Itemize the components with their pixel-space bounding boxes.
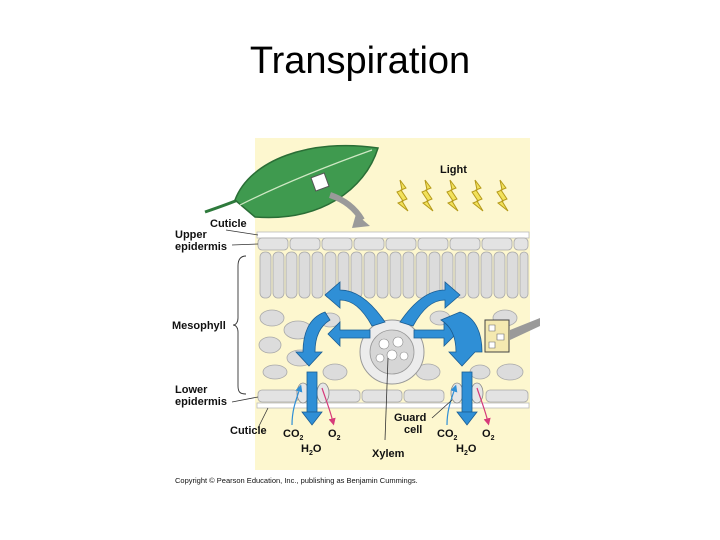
gases-left: CO2 O2 H2O (283, 428, 341, 457)
co2-left-label: CO (283, 428, 300, 440)
slide-title: Transpiration (249, 40, 471, 82)
cuticle-bottom-label: Cuticle (230, 425, 267, 437)
lower-epidermis-label-line2: epidermis (175, 396, 227, 408)
water-flow-arrows (295, 281, 483, 426)
cuticle-bottom-leader (257, 407, 269, 429)
leaf-icon (204, 144, 379, 228)
lower-epidermis-cells (257, 389, 529, 403)
cuticle-top-label: Cuticle (210, 218, 247, 230)
light-rays-icon (396, 179, 509, 212)
cell-zoom-inset (484, 318, 540, 353)
o2-left-label: O (328, 428, 337, 440)
lower-epidermis-label-line1: Lower (175, 384, 208, 396)
h2o-right-o: O (468, 443, 477, 455)
o2-right-label: O (482, 428, 491, 440)
o2-left-subscript: 2 (337, 435, 341, 442)
upper-epidermis-leader (231, 243, 259, 246)
co2-left-subscript: 2 (300, 435, 304, 442)
svg-text:CO2: CO2 (283, 428, 304, 442)
gases-right: CO2 O2 H2O (437, 428, 495, 457)
svg-text:O2: O2 (482, 428, 495, 442)
co2-right-subscript: 2 (454, 435, 458, 442)
mesophyll-label: Mesophyll (172, 320, 226, 332)
h2o-right-subscript: 2 (464, 450, 468, 457)
guard-cell-leader (431, 399, 453, 419)
h2o-left-h: H (301, 443, 309, 455)
guard-cell-label-line1: Guard (394, 412, 426, 424)
mesophyll-bracket (232, 255, 247, 395)
copyright-notice: Copyright © Pearson Education, Inc., pub… (175, 476, 418, 485)
guard-cell-label-line2: cell (404, 424, 422, 436)
upper-epidermis-label-line2: epidermis (175, 241, 227, 253)
light-label: Light (440, 164, 467, 176)
svg-text:O2: O2 (328, 428, 341, 442)
gas-exchange-arrows (291, 384, 491, 426)
h2o-left-o: O (313, 443, 322, 455)
svg-text:H2O: H2O (456, 443, 477, 457)
cuticle-top-leader (225, 229, 259, 236)
h2o-left-subscript: 2 (309, 450, 313, 457)
co2-right-label: CO (437, 428, 454, 440)
palisade-mesophyll-cells (259, 251, 529, 299)
o2-right-subscript: 2 (491, 435, 495, 442)
xylem-leader (384, 357, 389, 441)
xylem-label: Xylem (372, 448, 405, 460)
upper-epidermis-cells (257, 237, 529, 251)
vascular-bundle (359, 319, 425, 385)
upper-epidermis-label-line1: Upper (175, 229, 208, 241)
svg-text:CO2: CO2 (437, 428, 458, 442)
lower-epidermis-leader (231, 396, 259, 403)
svg-text:H2O: H2O (301, 443, 322, 457)
h2o-right-h: H (456, 443, 464, 455)
